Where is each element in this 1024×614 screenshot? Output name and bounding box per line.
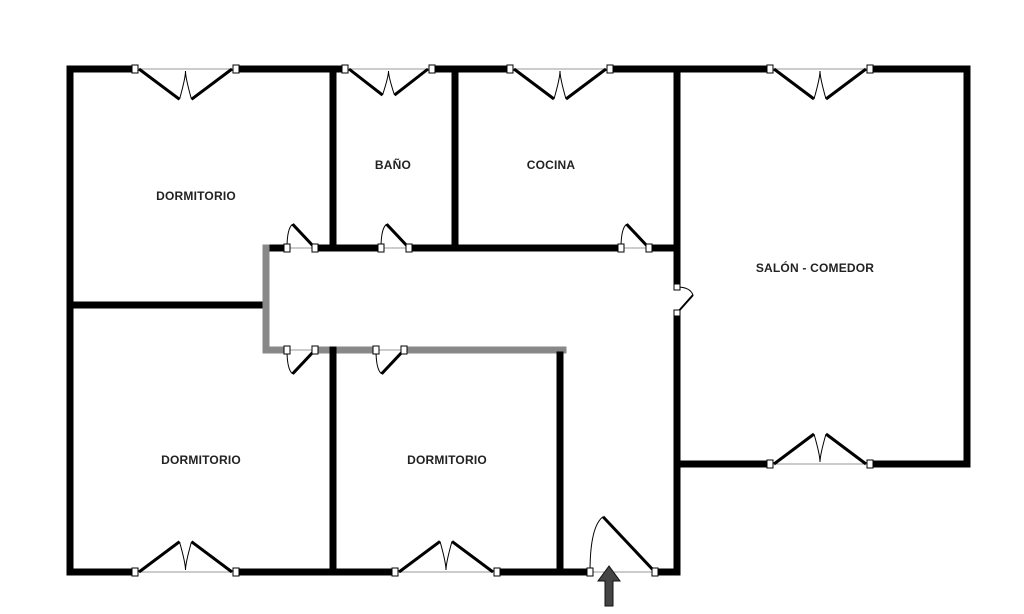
entrance-door [586,515,659,577]
door [283,345,319,375]
window [131,540,240,577]
window [506,64,614,101]
room-label-bano: BAÑO [374,158,412,172]
door [283,223,319,253]
window [131,64,240,101]
door [372,345,408,375]
room-label-dormitorio-3: DORMITORIO [407,453,487,467]
entrance-arrow-icon [597,565,621,607]
window [766,432,874,469]
room-label-cocina: COCINA [526,158,576,172]
door [377,223,413,253]
room-label-dormitorio-2: DORMITORIO [161,453,241,467]
room-label-salon-comedor: SALÓN - COMEDOR [755,261,875,275]
window [341,64,436,97]
walls [66,65,971,576]
room-label-dormitorio-1: DORMITORIO [156,189,236,203]
window [391,540,501,577]
window [766,64,874,101]
door [617,223,653,253]
openings [131,64,874,577]
door [673,283,694,317]
